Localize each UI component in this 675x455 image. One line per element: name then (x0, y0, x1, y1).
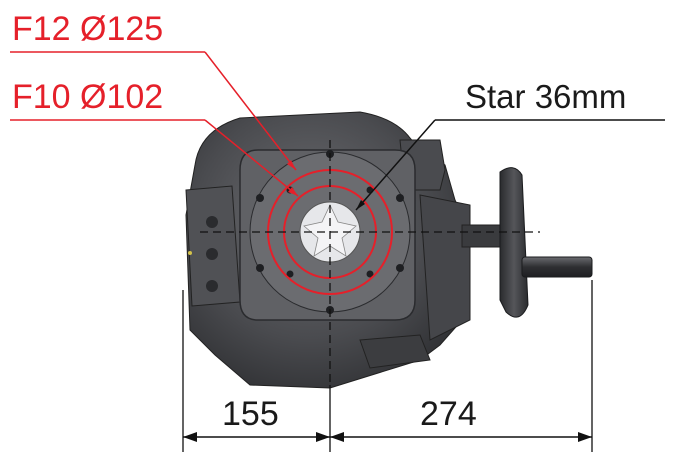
handwheel (461, 167, 593, 318)
label-star: Star 36mm (465, 78, 627, 115)
center-lines (200, 140, 540, 385)
label-f10: F10 Ø102 (12, 78, 164, 116)
label-f12: F12 Ø125 (12, 10, 164, 48)
dim-label-right: 274 (420, 395, 477, 433)
leader-lines (10, 51, 665, 211)
dim-label-left: 155 (222, 395, 279, 433)
dimension-lines (182, 280, 593, 452)
